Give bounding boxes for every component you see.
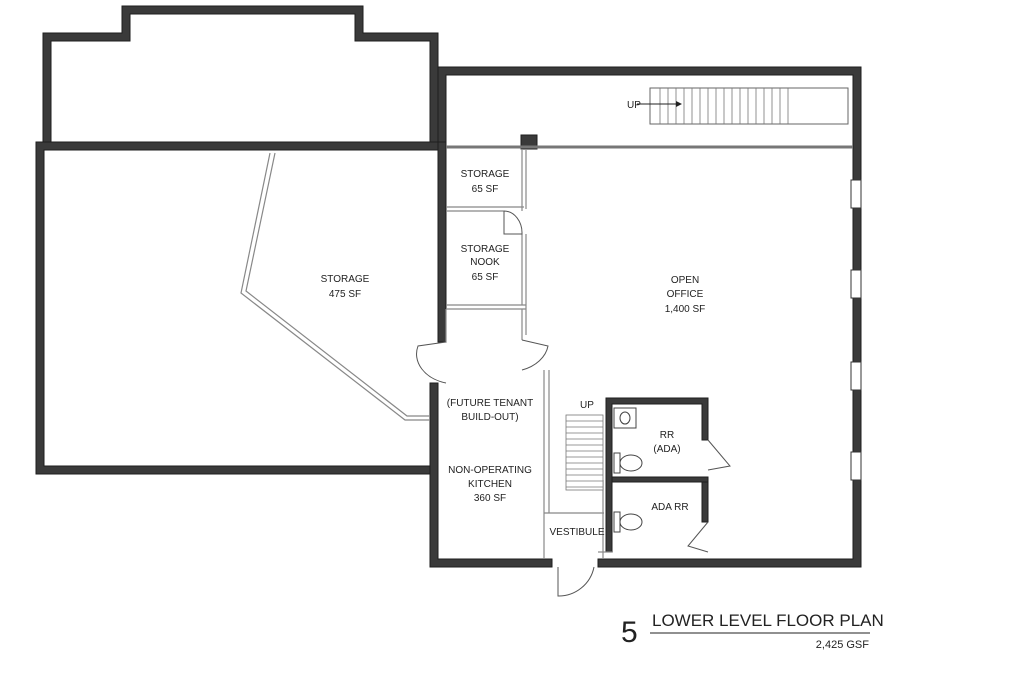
ada-rr-door bbox=[687, 521, 709, 553]
open-office-wall bbox=[437, 66, 862, 568]
fixtures bbox=[613, 407, 643, 533]
interior-partitions bbox=[240, 145, 853, 559]
title-block: 5 LOWER LEVEL FLOOR PLAN 2,425 GSF bbox=[621, 611, 884, 651]
storage-nook-line2: NOOK bbox=[470, 257, 500, 268]
open-office-line1: OPEN bbox=[671, 275, 699, 286]
storage-475-area: 475 SF bbox=[329, 289, 361, 300]
drawing-number: 5 bbox=[621, 616, 638, 649]
toilet-icon bbox=[619, 513, 643, 531]
double-door-west bbox=[416, 341, 447, 384]
rr-ada-line2: (ADA) bbox=[653, 444, 680, 455]
ada-rr-east-wall bbox=[701, 481, 709, 523]
kitchen-wall bbox=[429, 382, 553, 568]
windows bbox=[850, 179, 862, 481]
upper-stair bbox=[637, 87, 849, 125]
double-door-east bbox=[521, 339, 549, 371]
kitchen-line2: KITCHEN bbox=[468, 479, 512, 490]
doors bbox=[416, 210, 731, 597]
sink-basin-icon bbox=[619, 411, 631, 425]
lower-stair bbox=[565, 414, 604, 491]
rr-ada-line1: RR bbox=[660, 430, 674, 441]
rr-door bbox=[707, 439, 731, 471]
window bbox=[850, 361, 862, 391]
drawing-title: LOWER LEVEL FLOOR PLAN bbox=[652, 611, 884, 630]
storage-475-wall bbox=[35, 141, 447, 475]
future-tenant-line1: (FUTURE TENANT bbox=[447, 398, 533, 409]
drawing-subtitle: 2,425 GSF bbox=[816, 639, 869, 651]
toilet-tank-icon bbox=[613, 452, 621, 474]
storage-65-name: STORAGE bbox=[461, 169, 510, 180]
room-labels: STORAGE 475 SF STORAGE 65 SF STORAGE NOO… bbox=[321, 100, 706, 538]
up-arrow-head bbox=[676, 101, 682, 107]
open-office-area: 1,400 SF bbox=[665, 304, 706, 315]
north-annex-wall bbox=[42, 5, 439, 145]
entry-door bbox=[557, 566, 595, 597]
storage-65-area: 65 SF bbox=[472, 184, 499, 195]
window bbox=[850, 269, 862, 299]
vestibule-name: VESTIBULE bbox=[549, 527, 604, 538]
restroom-divider bbox=[611, 476, 709, 483]
toilet-icon bbox=[619, 454, 643, 472]
storage-nook-line1: STORAGE bbox=[461, 244, 510, 255]
kitchen-area: 360 SF bbox=[474, 493, 506, 504]
toilet-tank-icon bbox=[613, 511, 621, 533]
window bbox=[850, 451, 862, 481]
storage-nook-area: 65 SF bbox=[472, 272, 499, 283]
storage-east-wall bbox=[437, 141, 447, 343]
storage-door bbox=[503, 210, 523, 235]
open-office-line2: OFFICE bbox=[667, 289, 704, 300]
storage-475-name: STORAGE bbox=[321, 274, 370, 285]
lower-stair-label: UP bbox=[580, 400, 594, 411]
kitchen-line1: NON-OPERATING bbox=[448, 465, 532, 476]
window bbox=[850, 179, 862, 209]
ada-rr-name: ADA RR bbox=[651, 502, 688, 513]
upper-stair-label: UP bbox=[627, 100, 641, 111]
future-tenant-line2: BUILD-OUT) bbox=[461, 412, 518, 423]
